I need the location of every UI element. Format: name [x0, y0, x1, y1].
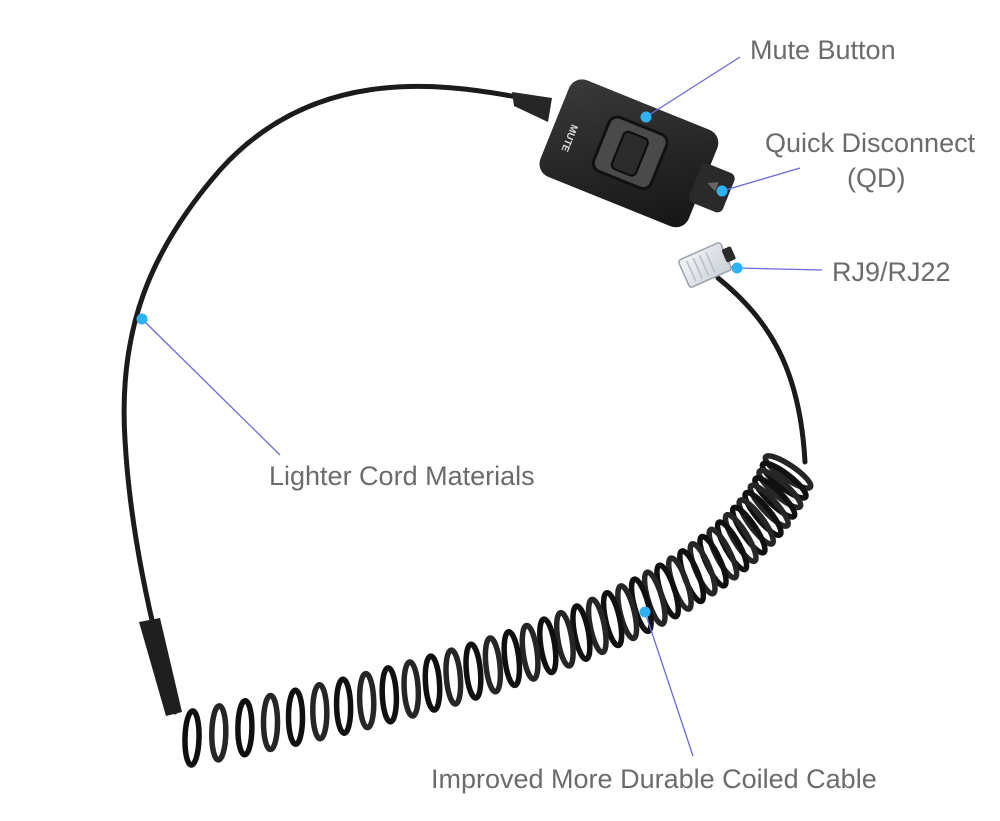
- coil-turn: [742, 489, 784, 538]
- coil-turn: [736, 497, 777, 547]
- coil-turn: [463, 641, 484, 701]
- coil-turn: [537, 616, 559, 676]
- coil-turn: [285, 687, 306, 747]
- coil-turn: [501, 629, 523, 689]
- strain-relief: [139, 618, 182, 716]
- rj-plug: [678, 242, 736, 288]
- leader-line-coil: [644, 611, 694, 757]
- rj-cord: [715, 275, 808, 465]
- coil-turn: [310, 681, 330, 742]
- coil-turn: [482, 635, 504, 695]
- coiled-cable: [182, 453, 814, 768]
- coil-turn: [333, 676, 354, 736]
- quick-disconnect-abbrev-label: (QD): [847, 163, 906, 193]
- coil-turn: [756, 467, 804, 511]
- mute-switch[interactable]: [610, 130, 649, 177]
- coil-turn: [752, 475, 798, 520]
- coil-turn: [722, 511, 759, 565]
- lighter-cord: [121, 83, 525, 715]
- leader-line-mute: [645, 56, 741, 118]
- rj-connector-label: RJ9/RJ22: [832, 257, 951, 287]
- coil-turn: [401, 659, 422, 719]
- coil-turn: [443, 647, 464, 707]
- coil-turn: [356, 670, 377, 731]
- leader-line-rj: [736, 267, 823, 271]
- coil-turn: [235, 698, 255, 758]
- lighter-cord-label: Lighter Cord Materials: [269, 461, 535, 491]
- marker-dot-coil: [639, 606, 651, 618]
- coil-turn: [379, 665, 400, 725]
- coil-turn: [553, 609, 576, 669]
- coil-turn: [182, 708, 202, 768]
- coil-turn: [747, 482, 791, 529]
- box-strain-relief: [512, 92, 552, 122]
- coil-turn: [570, 603, 593, 662]
- leader-line-lighter: [141, 318, 281, 456]
- marker-dot-mute: [640, 111, 652, 123]
- coil-turn: [422, 653, 443, 713]
- marker-dot-qd: [716, 185, 728, 197]
- marker-dot-lighter: [136, 313, 148, 325]
- coil-turn: [759, 460, 809, 501]
- leader-line-qd: [721, 167, 801, 192]
- coil-turn: [762, 453, 814, 491]
- quick-disconnect-label: Quick Disconnect: [765, 128, 976, 158]
- coil-turn: [729, 504, 768, 556]
- mute-button-label: Mute Button: [750, 35, 896, 65]
- coiled-cable-label: Improved More Durable Coiled Cable: [431, 764, 877, 794]
- marker-dot-rj: [731, 262, 743, 274]
- coil-turn: [585, 596, 609, 656]
- coil-turn: [519, 622, 541, 682]
- coil-turn: [209, 703, 229, 763]
- mute-unit: MUTE: [539, 79, 735, 228]
- coil-turn: [260, 692, 281, 753]
